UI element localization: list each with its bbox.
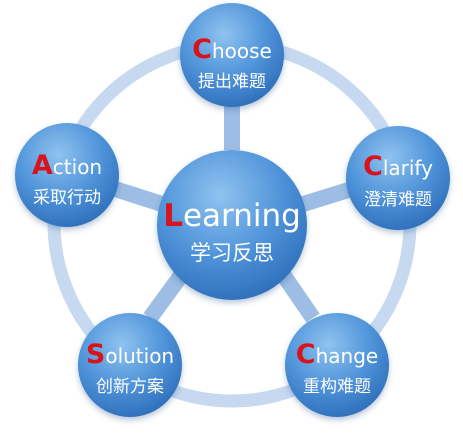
node-change-rest: hange xyxy=(316,344,379,368)
node-change: Change 重构难题 xyxy=(285,313,389,417)
node-choose: Choose 提出难题 xyxy=(180,3,284,107)
node-solution-subtitle: 创新方案 xyxy=(96,377,164,397)
node-choose-circle xyxy=(180,3,284,107)
node-action-rest: ction xyxy=(53,155,102,179)
spoke-clarify xyxy=(297,180,358,213)
node-solution-title: Solution xyxy=(86,339,174,370)
node-action: Action 采取行动 xyxy=(15,123,119,227)
node-choose-rest: hoose xyxy=(212,39,272,63)
node-change-title: Change xyxy=(296,339,378,370)
node-choose-subtitle: 提出难题 xyxy=(198,72,266,92)
center-initial: L xyxy=(163,198,183,234)
node-action-subtitle: 采取行动 xyxy=(33,188,101,208)
node-action-title: Action xyxy=(32,150,102,181)
node-clarify-circle xyxy=(346,126,450,230)
node-clarify-title: Clarify xyxy=(363,151,433,182)
center-circle xyxy=(157,150,307,300)
node-change-initial: C xyxy=(296,339,316,370)
node-solution-initial: S xyxy=(86,339,105,370)
node-choose-initial: C xyxy=(192,34,212,65)
node-choose-title: Choose xyxy=(192,34,272,65)
node-solution-circle xyxy=(78,313,182,417)
center-title-rest: earning xyxy=(183,198,301,234)
node-action-initial: A xyxy=(32,150,53,181)
node-clarify: Clarify 澄清难题 xyxy=(346,126,450,230)
node-solution-rest: olution xyxy=(105,344,174,368)
center-title: Learning xyxy=(163,198,301,234)
node-clarify-rest: larify xyxy=(383,156,433,180)
spoke-change xyxy=(273,265,320,323)
node-change-subtitle: 重构难题 xyxy=(303,377,371,397)
node-change-circle xyxy=(285,313,389,417)
center-subtitle: 学习反思 xyxy=(190,241,274,265)
node-action-circle xyxy=(15,123,119,227)
spoke-action xyxy=(109,180,168,213)
center-node: Learning 学习反思 xyxy=(157,150,307,300)
node-clarify-initial: C xyxy=(363,151,383,182)
node-solution: Solution 创新方案 xyxy=(78,313,182,417)
node-clarify-subtitle: 澄清难题 xyxy=(364,190,432,210)
